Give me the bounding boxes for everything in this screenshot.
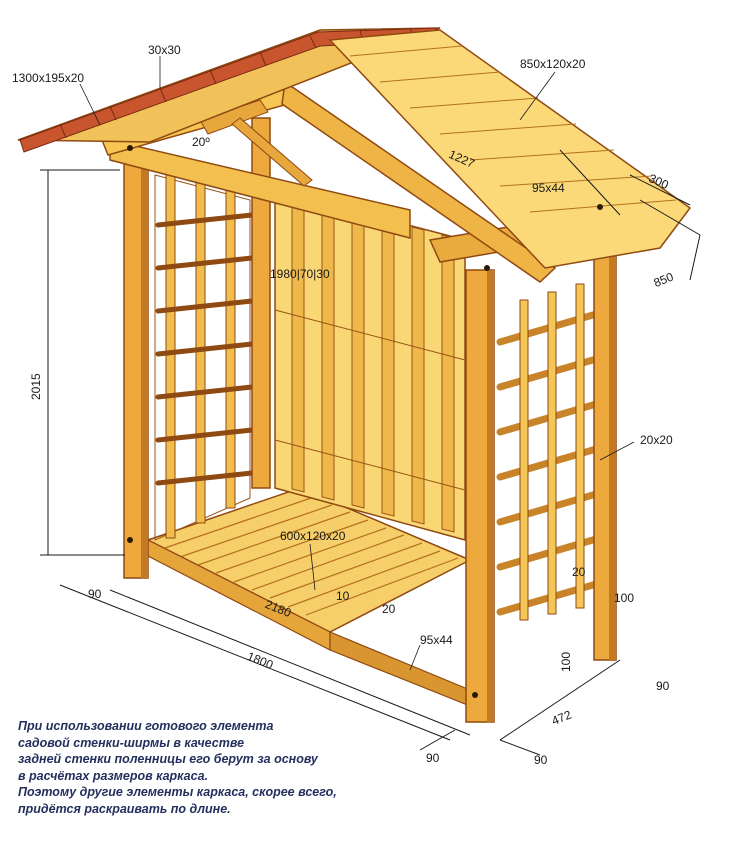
caption-line: придётся раскраивать по длине.: [18, 801, 231, 816]
dim-bottom-right-foot: 90: [534, 753, 548, 767]
dim-lattice-slat: 20x20: [640, 433, 673, 447]
dim-post-offset: 100: [614, 591, 635, 605]
dim-rafter-section: 30x30: [148, 43, 181, 57]
back-wall-rails: [274, 309, 466, 491]
dim-base-beam: 95x44: [420, 633, 453, 647]
dim-beam-section: 95x44: [532, 181, 565, 195]
caption-line: При использовании готового элемента: [18, 719, 274, 733]
dim-roof-board-right: 850x120x20: [520, 57, 586, 71]
left-lattice-panel: [154, 174, 251, 541]
dim-back-wall: 1980|70|30: [270, 267, 330, 281]
caption-line: садовой стенки-ширмы в качестве: [18, 735, 245, 750]
dim-small-20: 20: [572, 565, 586, 579]
left-lattice-horizontals: [155, 212, 255, 486]
diagonal-brace: [231, 117, 313, 187]
right-lattice-verticals: [519, 283, 585, 621]
floor-boards: [161, 496, 459, 616]
caption: При использовании готового элемента садо…: [18, 718, 438, 817]
dimension-lines: [40, 149, 701, 756]
dim-angle: 20º: [192, 135, 210, 149]
leader-lines: [79, 56, 635, 671]
post-shadows: [141, 150, 616, 722]
caption-line: Поэтому другие элементы каркаса, скорее …: [18, 785, 337, 799]
front-rafter-right: [281, 80, 557, 283]
dim-floor-board: 600x120x20: [280, 529, 346, 543]
back-wall-slats: [291, 194, 455, 533]
caption-line: в расчётах размеров каркаса.: [18, 768, 209, 783]
caption-line: задней стенки поленницы его берут за осн…: [18, 752, 318, 766]
dim-bottom-left-foot: 90: [426, 751, 440, 765]
dim-roof-board: 1300x195x20: [12, 71, 85, 85]
roof-right-boards: [349, 45, 677, 213]
post-back-left: [251, 117, 271, 489]
dim-total-height: 2015: [29, 373, 43, 400]
dim-post-height: 100: [559, 651, 573, 672]
dim-floor-gap: 20: [382, 602, 396, 616]
dim-gap: 10: [336, 589, 350, 603]
bolts: [127, 145, 603, 698]
dim-left-foot: 90: [88, 587, 102, 601]
dim-foot-right: 90: [656, 679, 670, 693]
